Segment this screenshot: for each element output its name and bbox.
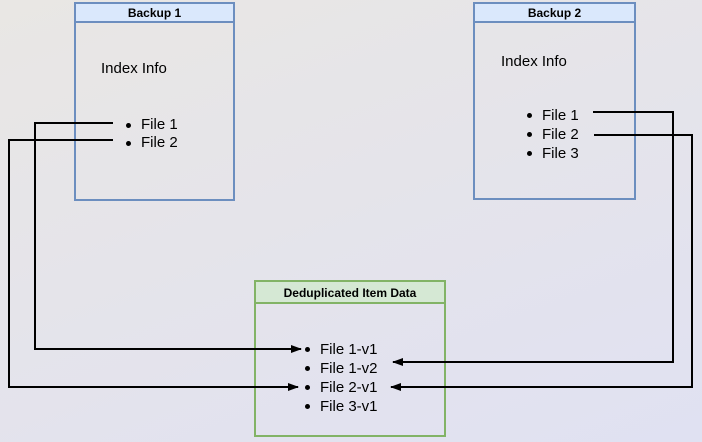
file-item: File 2-v1 bbox=[305, 379, 378, 396]
file-item: File 1-v2 bbox=[305, 360, 378, 377]
backup2-box: Backup 2 Index Info File 1 File 2 File 3 bbox=[473, 2, 636, 200]
backup2-file-list: File 1 File 2 File 3 bbox=[527, 106, 579, 163]
dedup-title: Deduplicated Item Data bbox=[256, 282, 444, 304]
file-item: File 1-v1 bbox=[305, 341, 378, 358]
file-item: File 3-v1 bbox=[305, 398, 378, 415]
file-item: File 1 bbox=[527, 107, 579, 124]
file-item: File 2 bbox=[126, 134, 178, 151]
backup1-index-info-label: Index Info bbox=[101, 60, 167, 77]
backup1-title: Backup 1 bbox=[76, 4, 233, 23]
file-item: File 3 bbox=[527, 145, 579, 162]
backup2-title: Backup 2 bbox=[475, 4, 634, 23]
backup2-index-info-label: Index Info bbox=[501, 53, 567, 70]
file-item: File 2 bbox=[527, 126, 579, 143]
file-item: File 1 bbox=[126, 116, 178, 133]
